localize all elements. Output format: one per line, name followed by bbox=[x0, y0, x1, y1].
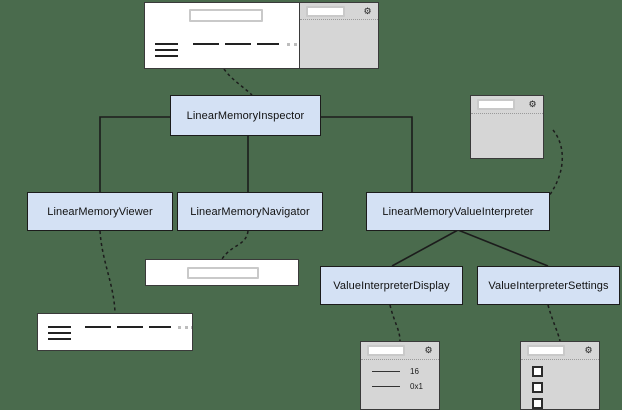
display-mockup-value-rule bbox=[372, 371, 400, 372]
display-mockup-header: ⚙ bbox=[361, 342, 439, 360]
edge-viewer-mockup-callout bbox=[99, 230, 116, 314]
viewer-mockup-row-line bbox=[48, 326, 71, 328]
display-mockup: ⚙ 16 0x1 bbox=[360, 341, 440, 410]
node-value-interpreter-settings[interactable]: ValueInterpreterSettings bbox=[477, 266, 620, 305]
display-mockup-value: 16 bbox=[410, 367, 419, 376]
node-linear-memory-value-interpreter[interactable]: LinearMemoryValueInterpreter bbox=[366, 192, 550, 231]
settings-mockup-header: ⚙ bbox=[521, 342, 599, 360]
inspector-mockup-sidebar-pane: ⚙ bbox=[299, 3, 378, 68]
inspector-mockup-row-line bbox=[155, 55, 178, 57]
settings-mockup-address-input[interactable] bbox=[527, 345, 565, 356]
node-label: LinearMemoryValueInterpreter bbox=[382, 205, 534, 218]
node-linear-memory-inspector[interactable]: LinearMemoryInspector bbox=[170, 95, 321, 136]
node-label: LinearMemoryInspector bbox=[186, 109, 305, 122]
inspector-mockup-row-line bbox=[155, 43, 178, 45]
viewer-mockup-byte-line bbox=[149, 326, 171, 328]
edge-interpreter-settings bbox=[457, 229, 549, 267]
edge-display-mockup-callout bbox=[389, 304, 401, 342]
display-mockup-address-input[interactable] bbox=[367, 345, 405, 356]
gear-icon[interactable]: ⚙ bbox=[584, 345, 593, 355]
edge-inspector-interpreter bbox=[321, 116, 413, 192]
inspector-mockup-address-input[interactable] bbox=[189, 9, 263, 22]
inspector-mockup-byte-line bbox=[193, 43, 219, 45]
navigator-mockup-address-input[interactable] bbox=[187, 267, 259, 279]
settings-mockup-checkbox[interactable] bbox=[532, 398, 543, 409]
settings-mockup-checkbox[interactable] bbox=[532, 366, 543, 377]
node-label: ValueInterpreterSettings bbox=[488, 279, 609, 292]
settings-mockup-checkbox[interactable] bbox=[532, 382, 543, 393]
edge-settings-mockup-callout bbox=[547, 304, 561, 342]
inspector-mockup-ascii-dots bbox=[287, 43, 309, 46]
edge-navigator-mockup-callout bbox=[221, 230, 249, 260]
node-label: LinearMemoryViewer bbox=[47, 205, 153, 218]
viewer-mockup-row-line bbox=[48, 332, 71, 334]
inspector-mockup-sidebar-input[interactable] bbox=[306, 6, 346, 17]
node-value-interpreter-display[interactable]: ValueInterpreterDisplay bbox=[320, 266, 463, 305]
viewer-mockup-byte-line bbox=[85, 326, 111, 328]
node-linear-memory-viewer[interactable]: LinearMemoryViewer bbox=[27, 192, 173, 231]
interpreter-mockup-address-input[interactable] bbox=[477, 99, 515, 110]
viewer-mockup-row-line bbox=[48, 338, 71, 340]
navigator-mockup bbox=[145, 259, 299, 286]
edge-inspector-viewer bbox=[99, 116, 170, 192]
viewer-mockup bbox=[37, 313, 193, 351]
edge-inspector-mockup-callout bbox=[223, 68, 253, 96]
node-label: LinearMemoryNavigator bbox=[190, 205, 310, 218]
inspector-mockup-memory-pane bbox=[145, 3, 309, 68]
viewer-mockup-byte-line bbox=[117, 326, 143, 328]
display-mockup-value-rule bbox=[372, 386, 400, 387]
inspector-mockup-row-line bbox=[155, 49, 178, 51]
node-linear-memory-navigator[interactable]: LinearMemoryNavigator bbox=[177, 192, 323, 231]
gear-icon[interactable]: ⚙ bbox=[424, 345, 433, 355]
node-label: ValueInterpreterDisplay bbox=[333, 279, 450, 292]
interpreter-mockup: ⚙ bbox=[470, 95, 544, 159]
inspector-mockup: ⚙ bbox=[144, 2, 379, 69]
interpreter-mockup-header: ⚙ bbox=[471, 96, 543, 114]
inspector-mockup-byte-line bbox=[257, 43, 279, 45]
inspector-mockup-byte-line bbox=[225, 43, 251, 45]
gear-icon[interactable]: ⚙ bbox=[363, 6, 372, 16]
inspector-mockup-sidebar-header: ⚙ bbox=[300, 3, 378, 20]
edge-interpreter-mockup-callout bbox=[548, 129, 564, 197]
edge-interpreter-display bbox=[391, 229, 459, 267]
gear-icon[interactable]: ⚙ bbox=[528, 99, 537, 109]
viewer-mockup-ascii-dots bbox=[178, 326, 192, 329]
settings-mockup: ⚙ bbox=[520, 341, 600, 410]
display-mockup-value: 0x1 bbox=[410, 382, 423, 391]
